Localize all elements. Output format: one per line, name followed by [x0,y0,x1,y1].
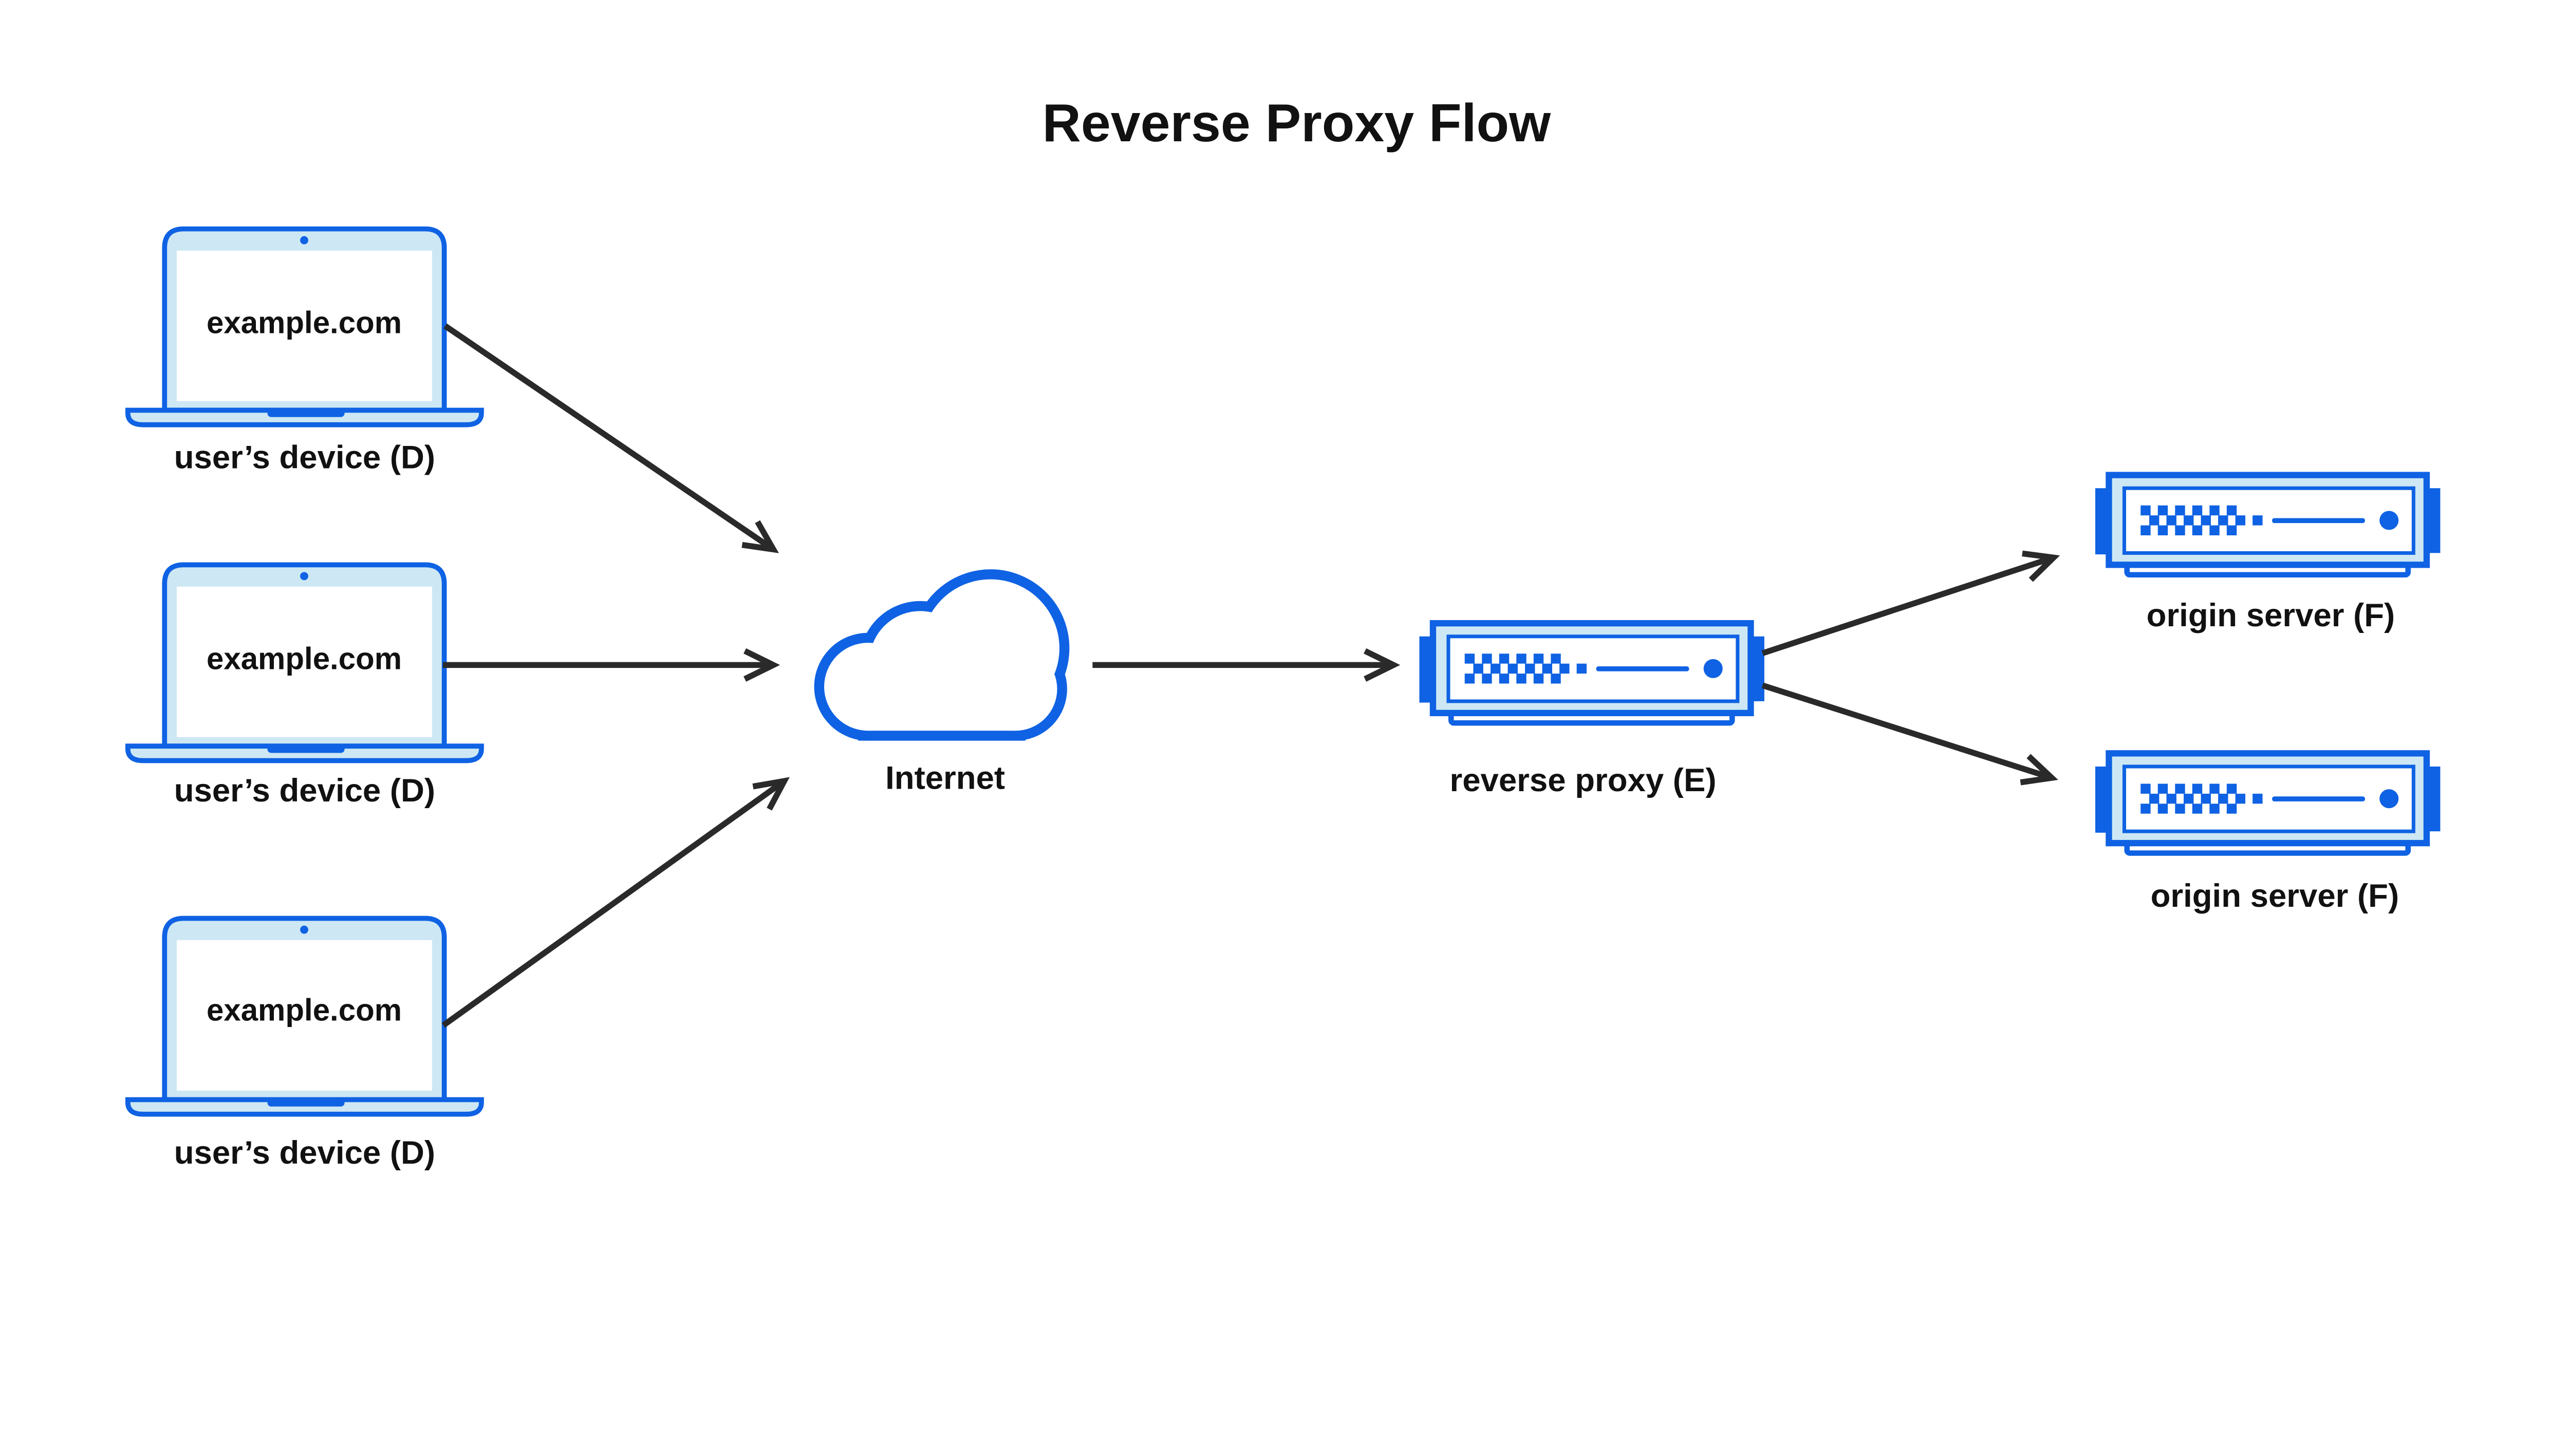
user-device-1-label: user’s device (D) [174,439,435,476]
reverse-proxy-flow-diagram: Reverse Proxy Flow example.com user’s de… [125,93,2444,1171]
user-device-3-label: user’s device (D) [174,1134,435,1171]
reverse-proxy-label: reverse proxy (E) [1450,762,1717,798]
arrow-proxy-to-origin2 [1761,682,2058,786]
origin-server-1-label: origin server (F) [2147,597,2395,633]
arrow-device2-to-internet [443,648,780,682]
arrow-device1-to-internet [443,323,779,553]
arrow-device3-to-internet [441,777,790,1028]
server-icon-origin-server-2 [2095,753,2440,853]
cloud-icon [814,569,1070,741]
diagram-canvas: Reverse Proxy Flow example.com user’s de… [125,93,2444,1171]
device-screen-text: example.com [207,993,402,1027]
internet-label: Internet [885,760,1005,796]
device-screen-text: example.com [207,641,402,676]
server-icon-origin-server-1 [2095,475,2440,575]
arrow-internet-to-proxy [1092,648,1401,682]
device-screen-text: example.com [207,306,402,340]
arrow-proxy-to-origin1 [1761,550,2060,656]
origin-server-2-label: origin server (F) [2151,878,2399,914]
page-title: Reverse Proxy Flow [1043,94,1552,153]
user-device-2-label: user’s device (D) [174,772,435,809]
server-icon-reverse-proxy [1419,623,1764,723]
